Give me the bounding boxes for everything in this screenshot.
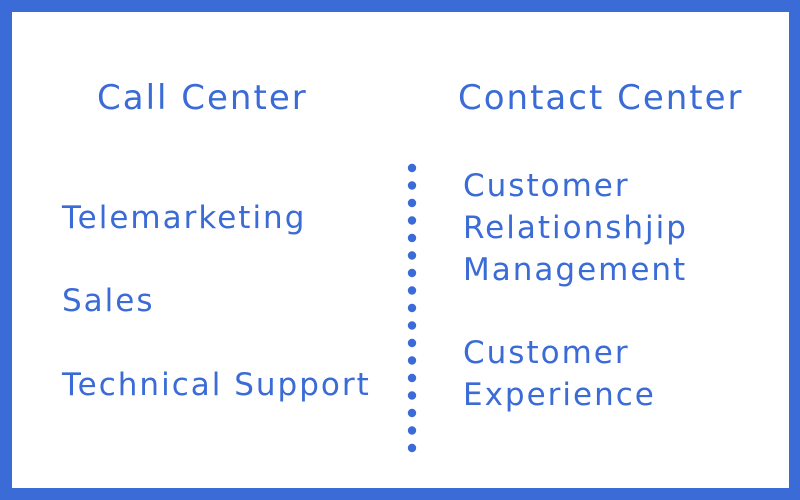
divider-dot <box>407 163 417 173</box>
divider-dot <box>407 373 417 383</box>
divider-dot <box>407 356 417 365</box>
divider-dot <box>407 443 417 453</box>
call-center-item-sales: Sales <box>62 283 155 319</box>
divider-dot <box>407 303 417 313</box>
dotted-divider <box>407 163 417 453</box>
divider-dot <box>407 338 417 348</box>
divider-dot <box>407 408 417 418</box>
divider-dot <box>407 181 417 190</box>
divider-dot <box>407 251 417 260</box>
divider-dot <box>407 391 417 400</box>
divider-dot <box>407 216 417 225</box>
contact-center-item-customer-experience: Customer Experience <box>463 335 656 413</box>
divider-dot <box>407 321 417 330</box>
call-center-heading: Call Center <box>97 78 308 118</box>
contact-center-heading: Contact Center <box>458 78 744 118</box>
divider-dot <box>407 426 417 435</box>
divider-dot <box>407 233 417 243</box>
divider-dot <box>407 198 417 208</box>
call-center-item-telemarketing: Telemarketing <box>62 200 307 236</box>
contact-center-item-crm: Customer Relationshjip Management <box>463 168 688 288</box>
call-center-item-technical-support: Technical Support <box>62 367 371 403</box>
divider-dot <box>407 268 417 278</box>
divider-dot <box>407 286 417 295</box>
